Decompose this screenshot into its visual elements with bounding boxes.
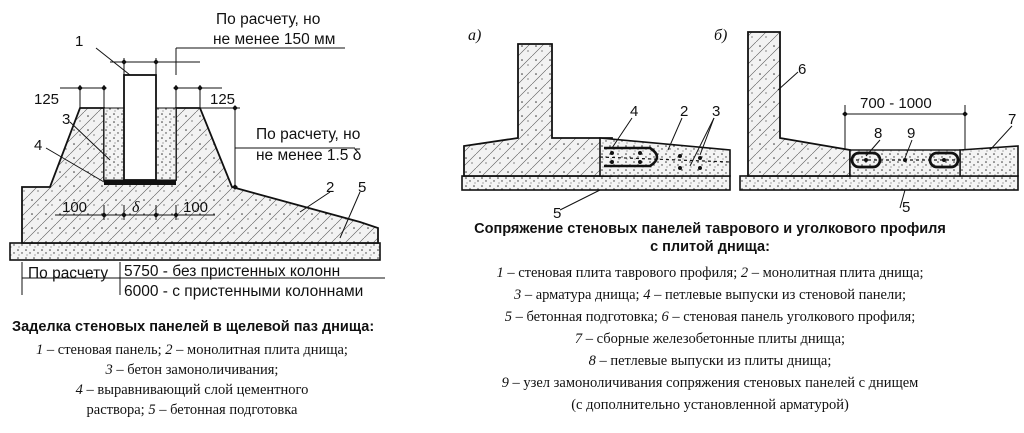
caption-line: 8 – петлевые выпуски из плиты днища; (589, 354, 832, 369)
callout-a-4: 4 (630, 103, 639, 120)
tee-wall-panel (463, 43, 613, 177)
caption-number: 1 (496, 265, 504, 281)
caption-line: 3 – арматура днища; 4 – петлевые выпуски… (514, 288, 906, 303)
panel-a-detail (461, 43, 731, 211)
caption-number: 2 (165, 342, 173, 358)
caption-line: 7 – сборные железобетонные плиты днища; (575, 332, 845, 347)
caption-text: – стеновая панель; (43, 342, 166, 358)
caption-number: 5 (504, 309, 512, 325)
precast-slab-b (959, 145, 1019, 177)
caption-line: 9 – узел замоноличивания сопряжения стен… (502, 376, 919, 391)
caption-number: 3 (105, 362, 113, 378)
caption-line: (с дополнительно установленной арматурой… (571, 398, 849, 413)
caption-number: 9 (501, 375, 509, 391)
callout-1: 1 (75, 33, 84, 50)
caption-line: раствора; 5 – бетонная подготовка (87, 403, 298, 418)
caption-text: – узел замоноличивания сопряжения стенов… (508, 375, 919, 391)
callout-2: 2 (326, 179, 335, 196)
callout-a-5: 5 (553, 205, 562, 222)
note-top-line2: не менее 150 мм (213, 31, 336, 48)
caption-text: (с дополнительно установленной арматурой… (571, 397, 849, 413)
callout-b-7: 7 (1008, 111, 1017, 128)
caption-number: 5 (148, 402, 156, 418)
leveling-layer (104, 180, 176, 185)
caption-number: 3 (513, 287, 522, 303)
table-cell-right-top: 5750 - без пристенных колонн (124, 263, 341, 280)
caption-line: 4 – выравнивающий слой цементного (76, 383, 309, 398)
dim-100-right: 100 (183, 199, 209, 216)
caption-text: – стеновая плита таврового профиля; (503, 265, 741, 281)
dim-700-1000: 700 - 1000 (860, 95, 932, 112)
panel-a-label: а) (468, 27, 482, 44)
loop-outlet-a (604, 146, 659, 168)
table-cell-right-bottom: 6000 - с пристенными колоннами (124, 283, 364, 300)
note-top-line1: По расчету, но (216, 11, 321, 28)
callout-a-2: 2 (680, 103, 689, 120)
caption-number: 2 (740, 265, 749, 281)
caption-text: – стеновая панель уголкового профиля; (668, 309, 916, 325)
dim-100-left: 100 (62, 199, 88, 216)
caption-text: – петлевые выпуски из плиты днища; (595, 353, 832, 369)
caption-line: 3 – бетон замоноличивания; (106, 363, 279, 378)
wall-panel-left (123, 74, 157, 181)
dim-delta: δ (132, 199, 140, 216)
concrete-prep-a (461, 175, 731, 191)
caption-text: – бетонная подготовка (155, 402, 298, 418)
caption-line: 1 – стеновая плита таврового профиля; 2 … (496, 266, 923, 281)
monolithic-slab-a (599, 137, 731, 177)
caption-line: 1 – стеновая панель; 2 – монолитная плит… (36, 343, 348, 358)
caption-number: 1 (36, 342, 44, 358)
concrete-prep-b (739, 175, 1019, 191)
table-cell-left: По расчету (28, 265, 109, 282)
callout-a-3: 3 (712, 103, 721, 120)
right-caption-title-1: Сопряжение стеновых панелей таврового и … (474, 221, 946, 237)
callout-5: 5 (358, 179, 367, 196)
panel-b-label: б) (714, 27, 728, 44)
caption-number: 4 (75, 382, 83, 398)
caption-text: раствора; (86, 402, 149, 418)
caption-text: – бетонная подготовка; (511, 309, 662, 325)
callout-b-8: 8 (874, 125, 883, 142)
concrete-prep-left (9, 242, 381, 261)
dim-125-left: 125 (34, 91, 60, 108)
caption-text: – петлевые выпуски из стеновой панели; (650, 287, 907, 303)
callout-b-5: 5 (902, 199, 911, 216)
note-mid-line2: не менее 1.5 δ (256, 147, 362, 164)
right-caption-title-2: с плитой днища: (650, 239, 770, 255)
callout-b-9: 9 (907, 125, 916, 142)
caption-text: – арматура днища; (521, 287, 644, 303)
angle-wall-panel (747, 31, 851, 177)
caption-text: – монолитная плита днища; (748, 265, 924, 281)
caption-text: – монолитная плита днища; (172, 342, 348, 358)
caption-number: 7 (574, 331, 583, 347)
caption-line: 5 – бетонная подготовка; 6 – стеновая па… (505, 310, 916, 325)
callout-4: 4 (34, 137, 43, 154)
callout-b-6: 6 (798, 61, 807, 78)
note-mid-line1: По расчету, но (256, 126, 361, 143)
left-caption-title: Заделка стеновых панелей в щелевой паз д… (12, 319, 375, 335)
caption-text: – выравнивающий слой цементного (82, 382, 309, 398)
dim-125-right: 125 (210, 91, 236, 108)
caption-number: 6 (661, 309, 669, 325)
caption-number: 8 (588, 353, 596, 369)
panel-b-detail (739, 31, 1019, 209)
caption-text: – бетон замоноличивания; (112, 362, 279, 378)
callout-3: 3 (62, 111, 71, 128)
caption-text: – сборные железобетонные плиты днища; (582, 331, 846, 347)
caption-number: 4 (643, 287, 651, 303)
left-slot-detail (9, 47, 385, 295)
